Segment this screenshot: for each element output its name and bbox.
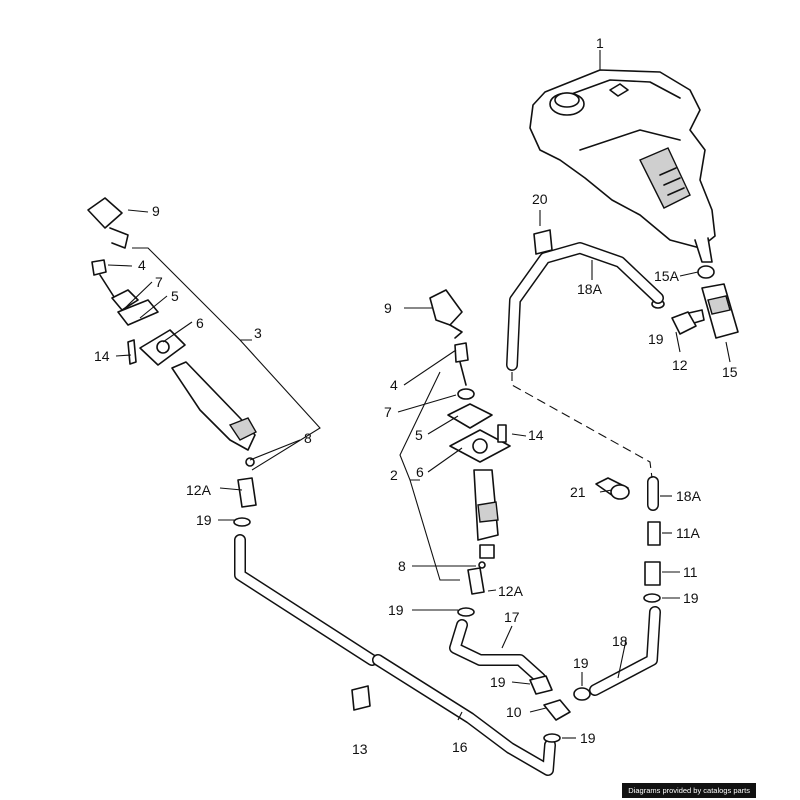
group-bracket-3 [132, 247, 321, 471]
label-7-middle: 7 [384, 404, 392, 420]
label-3: 3 [254, 325, 262, 341]
t-connector-10 [233, 517, 591, 743]
label-8-middle: 8 [398, 558, 406, 574]
label-14-middle: 14 [528, 427, 544, 443]
label-10: 10 [506, 704, 522, 720]
label-19-left: 19 [196, 512, 212, 528]
label-5-left: 5 [171, 288, 179, 304]
left-nozzle-assembly [87, 197, 257, 508]
label-4-middle: 4 [390, 377, 398, 393]
label-19-right: 19 [683, 590, 699, 606]
label-6-left: 6 [196, 315, 204, 331]
bracket-20 [533, 229, 553, 255]
part-labels: 1 9 4 7 5 6 3 14 8 12A 19 9 4 7 5 14 2 6… [94, 35, 738, 757]
hose-16 [234, 534, 556, 776]
label-14-left: 14 [94, 348, 110, 364]
label-11a: 11A [676, 525, 701, 541]
washer-pump [651, 265, 739, 339]
label-19-middle: 19 [388, 602, 404, 618]
label-17: 17 [504, 609, 520, 625]
label-18a-top: 18A [577, 281, 603, 297]
label-18a-right: 18A [676, 488, 702, 504]
label-13: 13 [352, 741, 368, 757]
label-4-left: 4 [138, 257, 146, 273]
label-6-middle: 6 [416, 464, 424, 480]
watermark: Diagrams provided by catalogs parts [622, 783, 756, 798]
label-21: 21 [570, 484, 586, 500]
label-12a-left: 12A [186, 482, 212, 498]
label-9-middle: 9 [384, 300, 392, 316]
label-15a: 15A [654, 268, 680, 284]
hose-18a [506, 242, 664, 511]
label-8-left: 8 [304, 430, 312, 446]
hose-17 [449, 619, 546, 684]
label-7-left: 7 [155, 274, 163, 290]
hose-18 [589, 606, 661, 696]
label-18: 18 [612, 633, 628, 649]
label-19-bottom-c: 19 [573, 655, 589, 671]
label-15: 15 [722, 364, 738, 380]
hose-continuation-line [511, 372, 653, 479]
leader-lines [107, 50, 731, 739]
label-19-bottom-a: 19 [490, 674, 506, 690]
label-19-bottom-b: 19 [580, 730, 596, 746]
label-12: 12 [672, 357, 688, 373]
label-5-middle: 5 [415, 427, 423, 443]
label-11: 11 [683, 564, 698, 580]
right-nozzle-assembly [429, 289, 511, 595]
group-bracket-2 [399, 371, 460, 581]
label-2: 2 [390, 467, 398, 483]
label-16: 16 [452, 739, 468, 755]
label-19-top: 19 [648, 331, 664, 347]
label-1: 1 [596, 35, 604, 51]
check-valve-right [595, 477, 661, 603]
label-20: 20 [532, 191, 548, 207]
bracket-13 [351, 685, 371, 711]
label-9-left: 9 [152, 203, 160, 219]
washer-reservoir [529, 69, 716, 263]
label-12a-middle: 12A [498, 583, 524, 599]
